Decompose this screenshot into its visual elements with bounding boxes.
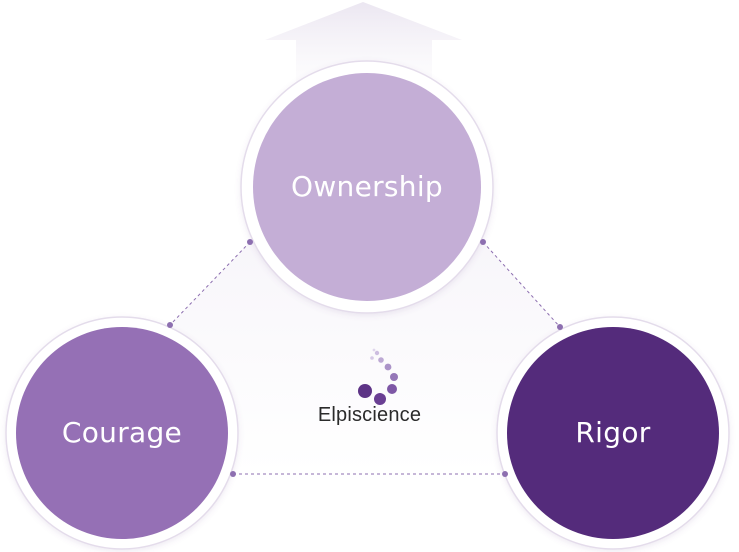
node-courage — [5, 316, 239, 550]
ownership-circle — [253, 73, 481, 301]
connector-dots — [167, 239, 563, 477]
connector-dot — [557, 324, 563, 330]
brand-name: Elpiscience — [317, 404, 422, 426]
dots-spiral-icon — [358, 348, 398, 405]
connector-dot — [247, 239, 253, 245]
connector-ownership-rigor — [482, 241, 561, 328]
connector-dot — [167, 322, 173, 328]
node-rigor — [496, 316, 730, 550]
triangle-background — [170, 242, 560, 474]
ownership-label: Ownership — [290, 170, 443, 203]
connectors — [169, 241, 561, 475]
rigor-label: Rigor — [575, 416, 651, 449]
node-ownership — [240, 60, 494, 314]
rigor-circle — [507, 327, 719, 539]
connector-dot — [480, 239, 486, 245]
connector-dot — [502, 471, 508, 477]
courage-label: Courage — [61, 416, 183, 449]
connector-ownership-courage — [169, 241, 251, 326]
connector-dot — [230, 471, 236, 477]
courage-circle — [16, 327, 228, 539]
